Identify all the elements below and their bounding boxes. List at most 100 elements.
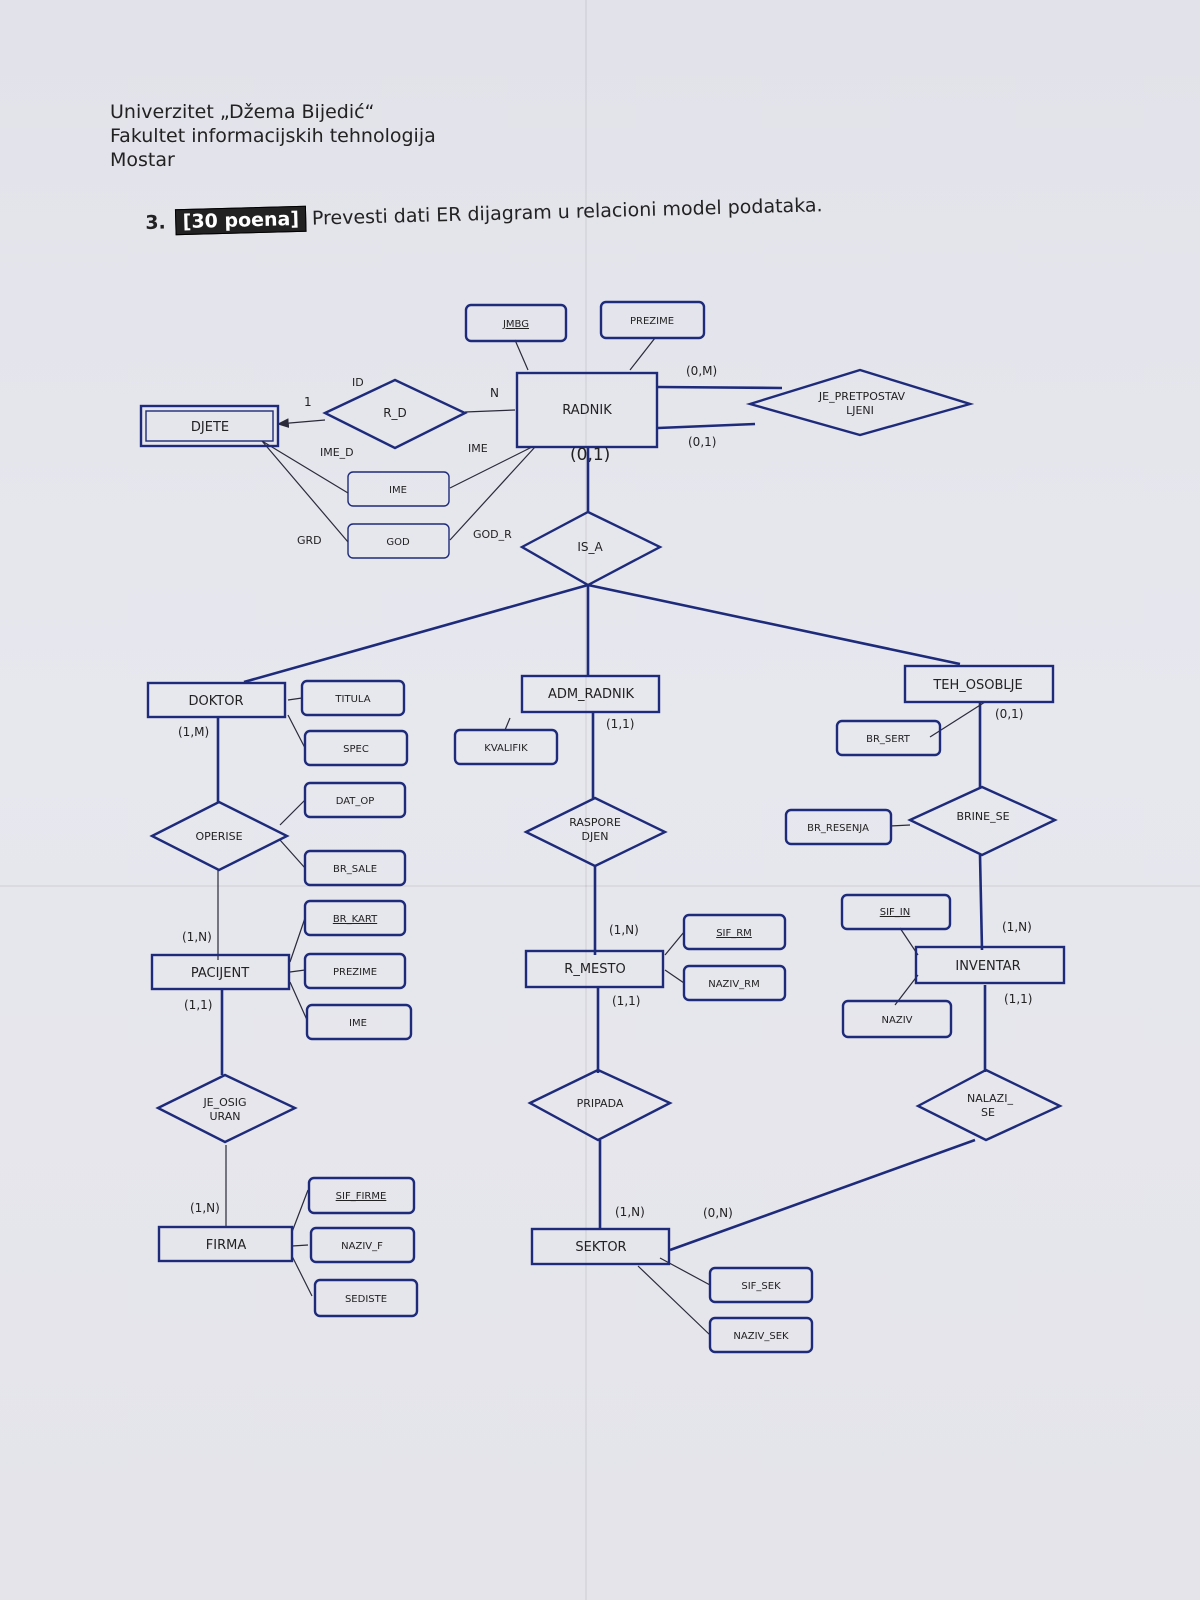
attribute-br-sert: BR_SERT [835, 719, 942, 757]
cardinality-r-d-radnik: N [490, 386, 499, 400]
attribute-dat-op: DAT_OP [303, 781, 407, 819]
cardinality-inventar-nalazi: (1,1) [1004, 992, 1032, 1006]
line-pacijent-prezime [289, 969, 306, 973]
relationship-je-pretpostavljeni: JE_PRETPOSTAV LJENI [745, 368, 975, 437]
attribute-sif-firme: SIF_FIRME [307, 1176, 416, 1215]
document-header: Univerzitet „Džema Bijedić“ Fakultet inf… [110, 100, 436, 172]
attribute-sif-sek-label: SIF_SEK [741, 1281, 781, 1292]
attribute-naziv-f-label: NAZIV_F [341, 1241, 383, 1252]
entity-doktor-label: DOKTOR [189, 694, 244, 709]
attribute-spec-label: SPEC [343, 744, 369, 755]
line-isa-doktor [243, 583, 589, 684]
attribute-sif-in: SIF_IN [840, 893, 952, 931]
line-operise-datop [279, 799, 306, 826]
entity-inventar-label: INVENTAR [955, 959, 1020, 974]
line-doktor-spec [287, 714, 306, 749]
attribute-br-resenja-label: BR_RESENJA [807, 823, 869, 834]
cardinality-teh-brine: (0,1) [995, 707, 1023, 721]
relationship-is-a: IS_A [519, 510, 663, 587]
attribute-br-sert-label: BR_SERT [866, 734, 911, 745]
relationship-je-pretpostavljeni-label-2: LJENI [846, 404, 874, 417]
attribute-prezime-radnik-label: PREZIME [630, 316, 674, 327]
entity-adm-radnik: ADM_RADNIK [520, 674, 661, 714]
line-label-ime-d: IME_D [320, 446, 354, 459]
cardinality-rmesto-pripada: (1,1) [612, 994, 640, 1008]
attribute-kvalifik: KVALIFIK [453, 728, 559, 766]
attribute-naziv-inventar-label: NAZIV [882, 1015, 913, 1026]
cardinality-pacijent-operise: (1,N) [182, 930, 212, 944]
relationship-je-osiguran: JE_OSIG URAN [155, 1073, 298, 1144]
line-radnik-god [449, 446, 536, 541]
attribute-spec: SPEC [303, 729, 409, 767]
cardinality-rmesto-rasp: (1,N) [609, 923, 639, 937]
cardinality-r-d-djete: 1 [304, 395, 312, 409]
attribute-naziv-f: NAZIV_F [309, 1226, 416, 1264]
line-label-ime: IME [468, 442, 488, 455]
cardinality-pacijent-osig: (1,1) [184, 998, 212, 1012]
attribute-ime-pacijent: IME [305, 1003, 413, 1041]
entity-teh-osoblje: TEH_OSOBLJE [903, 664, 1055, 704]
line-sektor-sifsek [659, 1257, 711, 1286]
line-operise-brsale [279, 839, 306, 869]
entity-djete: DJETE [139, 404, 280, 448]
line-pacijent-brkart [289, 917, 306, 963]
entity-sektor: SEKTOR [530, 1227, 671, 1266]
entity-radnik: RADNIK [515, 371, 659, 449]
cardinality-sektor-nalazi: (0,N) [703, 1206, 733, 1220]
attribute-br-sale: BR_SALE [303, 849, 407, 887]
attribute-sif-rm: SIF_RM [682, 913, 787, 951]
line-radnik-rd [464, 409, 516, 413]
line-rmesto-nazivrm [664, 969, 685, 984]
entity-inventar: INVENTAR [914, 945, 1066, 985]
connection-lines [216, 337, 987, 1336]
line-radnik-prezime [629, 337, 656, 371]
attribute-br-resenja: BR_RESENJA [784, 808, 893, 846]
attribute-dat-op-label: DAT_OP [336, 796, 375, 807]
attribute-naziv-inventar: NAZIV [841, 999, 953, 1039]
attribute-ime-pacijent-label: IME [349, 1018, 367, 1029]
entity-adm-radnik-label: ADM_RADNIK [548, 687, 635, 702]
cardinality-inventar-brine: (1,N) [1002, 920, 1032, 934]
relationship-nalazi-se: NALAZI_ SE [915, 1068, 1063, 1142]
line-rmesto-sifrm [664, 931, 685, 956]
attribute-titula-label: TITULA [334, 694, 370, 705]
relationship-nalazi-se-label-2: SE [981, 1106, 995, 1119]
relationship-rasporedjen: RASPORE DJEN [523, 796, 668, 868]
relationship-pripada-label: PRIPADA [577, 1097, 624, 1110]
line-radnik-pretp-top [657, 385, 783, 390]
relationship-is-a-label: IS_A [577, 540, 603, 554]
line-djete-ime [261, 440, 349, 494]
line-radnik-jmbg [514, 339, 529, 371]
line-pacijent-ime [289, 981, 308, 1021]
relationship-pripada: PRIPADA [527, 1068, 673, 1142]
line-radnik-ime [449, 446, 533, 489]
line-isa-teh [587, 583, 961, 666]
attribute-titula: TITULA [300, 679, 406, 717]
entity-sektor-label: SEKTOR [575, 1240, 626, 1255]
entity-pacijent: PACIJENT [150, 953, 291, 991]
attribute-god-label: GOD [386, 537, 410, 548]
faculty-name: Fakultet informacijskih tehnologija [110, 125, 436, 147]
line-teh-brsert [929, 701, 986, 738]
entity-r-mesto: R_MESTO [524, 949, 665, 989]
cardinality-radnik-pretp-bottom: (0,1) [688, 435, 716, 449]
relationship-r-d: R_D [322, 378, 468, 450]
attribute-sif-sek: SIF_SEK [708, 1266, 814, 1304]
attribute-prezime-radnik: PREZIME [599, 300, 706, 340]
entity-doktor: DOKTOR [146, 681, 287, 719]
entity-radnik-label: RADNIK [562, 403, 612, 418]
attribute-kvalifik-label: KVALIFIK [484, 743, 528, 754]
entity-firma: FIRMA [157, 1225, 294, 1263]
cardinality-doktor-operise: (1,M) [178, 725, 209, 739]
entity-firma-label: FIRMA [206, 1238, 247, 1253]
cardinality-radnik-isa: (0,1) [570, 445, 610, 465]
line-rd-djete [276, 418, 326, 428]
relationship-brine-se-label: BRINE_SE [956, 810, 1009, 823]
line-label-god-r: GOD_R [473, 528, 512, 541]
attribute-naziv-rm-label: NAZIV_RM [708, 979, 760, 990]
relationship-rasporedjen-label-2: DJEN [582, 830, 609, 843]
line-firma-naziv [291, 1244, 309, 1247]
attribute-naziv-sek: NAZIV_SEK [708, 1316, 814, 1354]
